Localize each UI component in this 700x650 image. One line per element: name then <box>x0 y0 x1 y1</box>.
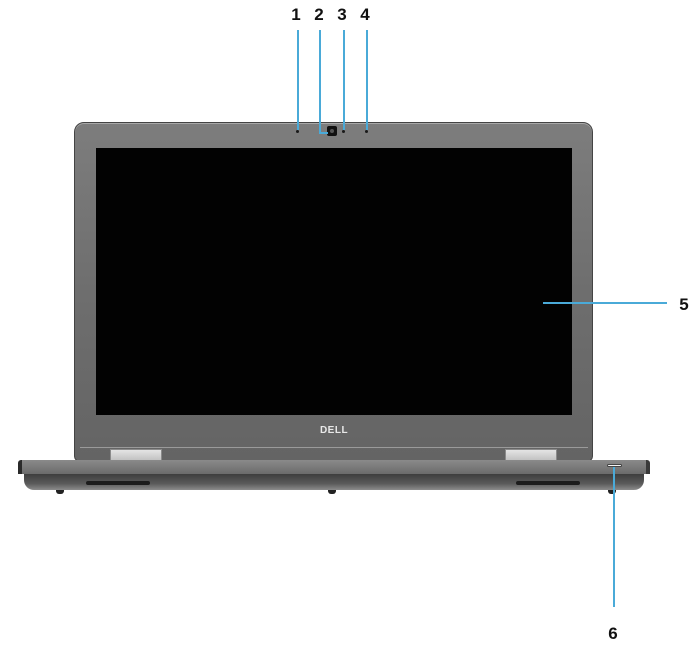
camera-status-light-icon <box>342 130 345 133</box>
callout-line-4 <box>366 30 368 130</box>
callout-label-6: 6 <box>608 624 618 643</box>
callout-label-3: 3 <box>337 5 347 24</box>
foot-left <box>56 490 64 494</box>
callout-label-2: 2 <box>314 5 324 24</box>
bezel-divider <box>80 447 588 448</box>
callout-line-5 <box>543 302 667 304</box>
brand-logo: DELL <box>319 425 349 436</box>
callout-label-4: 4 <box>360 5 370 24</box>
display-screen <box>96 148 572 415</box>
microphone-left-icon <box>296 130 299 133</box>
laptop-base-front <box>24 474 644 490</box>
speaker-left-icon <box>86 481 150 485</box>
callout-label-1: 1 <box>291 5 301 24</box>
callout-label-5: 5 <box>679 295 689 314</box>
callout-line-3 <box>343 30 345 130</box>
foot-right <box>608 490 616 494</box>
microphone-right-icon <box>365 130 368 133</box>
foot-center <box>328 490 336 494</box>
callout-line-6 <box>613 467 615 607</box>
callout-line-2-elbow <box>319 132 328 134</box>
callout-line-2 <box>319 30 321 133</box>
camera-icon <box>327 126 337 136</box>
callout-line-1 <box>297 30 299 130</box>
power-light-icon <box>607 464 622 467</box>
speaker-right-icon <box>516 481 580 485</box>
laptop-base <box>18 460 650 474</box>
